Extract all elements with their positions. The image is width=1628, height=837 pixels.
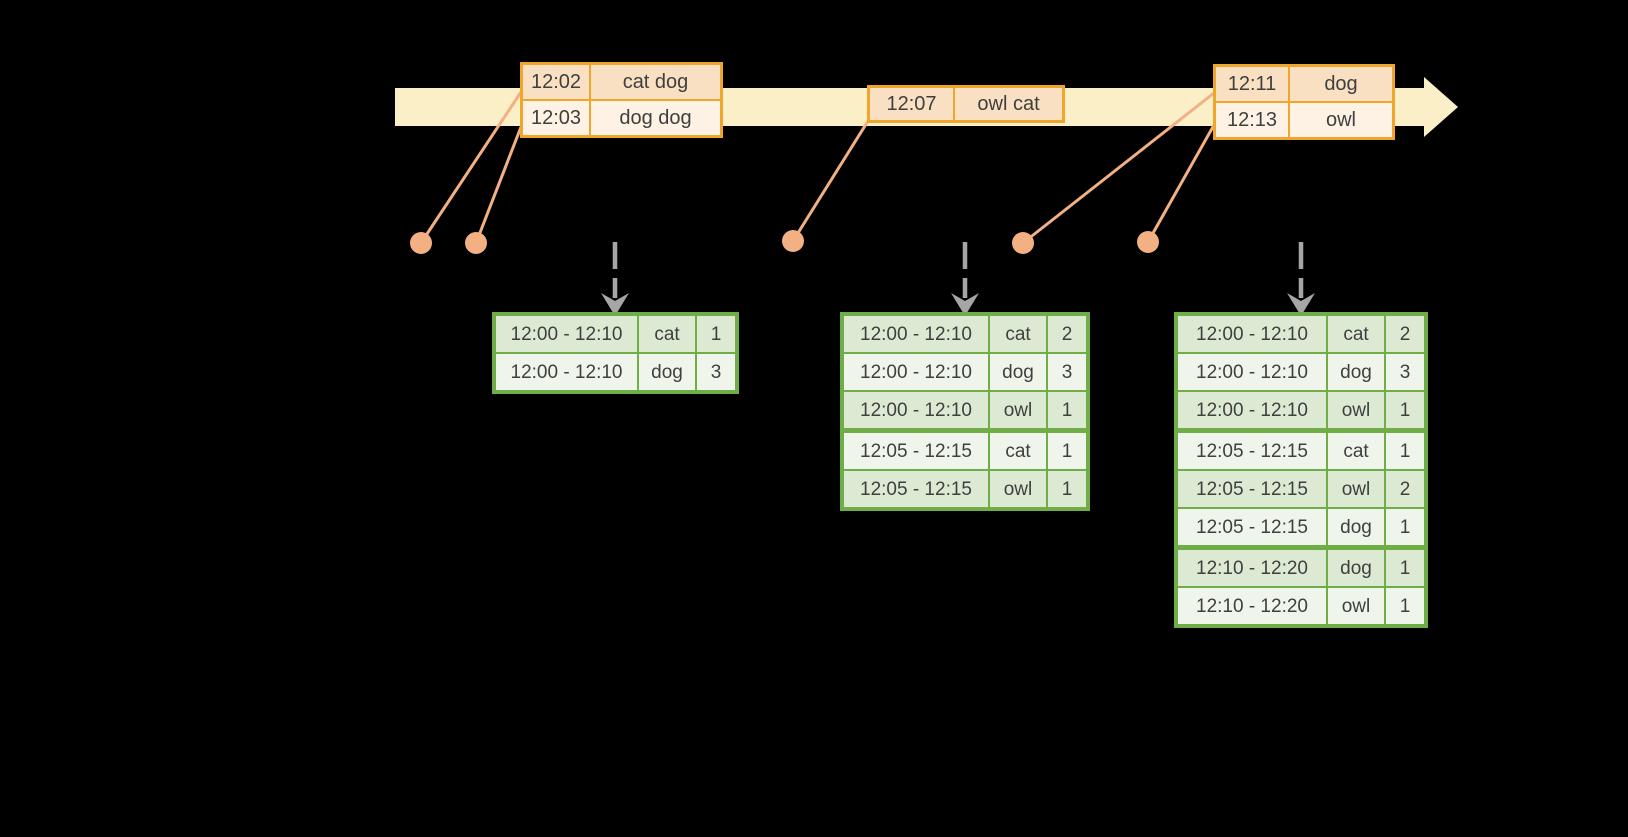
result-word: dog (1328, 550, 1384, 586)
result-word: owl (1328, 471, 1384, 507)
result-window: 12:05 - 12:15 (1178, 509, 1326, 545)
event-row: 12:02 cat dog (523, 65, 720, 99)
result-table-2: 12:00 - 12:10 cat 2 12:00 - 12:10 dog 3 … (840, 312, 1090, 511)
result-count: 1 (1048, 433, 1086, 469)
result-word: cat (990, 316, 1046, 352)
result-row: 12:00 - 12:10 cat 2 (844, 316, 1086, 352)
event-words: owl (1290, 103, 1392, 137)
result-window: 12:00 - 12:10 (1178, 316, 1326, 352)
event-words: owl cat (955, 88, 1062, 120)
result-count: 3 (1386, 354, 1424, 390)
result-row: 12:00 - 12:10 owl 1 (1178, 392, 1424, 428)
event-row: 12:11 dog (1216, 67, 1392, 101)
result-window: 12:00 - 12:10 (1178, 392, 1326, 428)
event-words: dog (1290, 67, 1392, 101)
event-time: 12:13 (1216, 103, 1288, 137)
result-word: dog (990, 354, 1046, 390)
event-dot (1012, 232, 1034, 254)
event-row: 12:13 owl (1216, 103, 1392, 137)
result-row: 12:00 - 12:10 dog 3 (1178, 354, 1424, 390)
result-word: cat (1328, 316, 1384, 352)
result-count: 2 (1386, 471, 1424, 507)
result-window: 12:00 - 12:10 (844, 316, 988, 352)
event-connector-line (1146, 124, 1216, 243)
result-window: 12:10 - 12:20 (1178, 588, 1326, 624)
event-dot (465, 232, 487, 254)
result-count: 1 (1386, 550, 1424, 586)
timeline-arrowhead-icon (1424, 77, 1458, 137)
result-window: 12:00 - 12:10 (496, 316, 637, 352)
result-count: 1 (1386, 509, 1424, 545)
result-count: 1 (697, 316, 735, 352)
event-row: 12:03 dog dog (523, 101, 720, 135)
result-count: 3 (1048, 354, 1086, 390)
result-word: owl (990, 392, 1046, 428)
event-dot (782, 230, 804, 252)
result-table-3: 12:00 - 12:10 cat 2 12:00 - 12:10 dog 3 … (1174, 312, 1428, 628)
event-dot (1137, 231, 1159, 253)
result-window: 12:05 - 12:15 (844, 471, 988, 507)
event-table-1: 12:02 cat dog 12:03 dog dog (520, 62, 723, 138)
result-row: 12:10 - 12:20 owl 1 (1178, 588, 1424, 624)
result-count: 1 (1048, 392, 1086, 428)
result-count: 2 (1386, 316, 1424, 352)
result-row: 12:00 - 12:10 dog 3 (496, 354, 735, 390)
trigger-arrow-icon (601, 242, 629, 316)
result-count: 1 (1386, 392, 1424, 428)
result-count: 1 (1048, 471, 1086, 507)
event-time: 12:03 (523, 101, 589, 135)
result-word: cat (639, 316, 695, 352)
result-row: 12:05 - 12:15 owl 1 (844, 471, 1086, 507)
result-row: 12:05 - 12:15 cat 1 (1178, 433, 1424, 469)
result-window: 12:00 - 12:10 (1178, 354, 1326, 390)
result-count: 2 (1048, 316, 1086, 352)
event-dot (410, 232, 432, 254)
result-row: 12:05 - 12:15 dog 1 (1178, 509, 1424, 545)
result-word: owl (1328, 588, 1384, 624)
result-word: owl (1328, 392, 1384, 428)
event-table-2: 12:07 owl cat (867, 85, 1065, 123)
result-count: 1 (1386, 433, 1424, 469)
result-row: 12:05 - 12:15 owl 2 (1178, 471, 1424, 507)
event-words: dog dog (591, 101, 720, 135)
result-word: cat (1328, 433, 1384, 469)
event-time: 12:02 (523, 65, 589, 99)
result-window: 12:05 - 12:15 (1178, 471, 1326, 507)
event-time: 12:11 (1216, 67, 1288, 101)
trigger-arrow-icon (951, 242, 979, 316)
event-connector-line (474, 126, 523, 244)
result-window: 12:00 - 12:10 (844, 354, 988, 390)
result-word: cat (990, 433, 1046, 469)
result-word: dog (1328, 354, 1384, 390)
result-word: dog (1328, 509, 1384, 545)
event-table-3: 12:11 dog 12:13 owl (1213, 64, 1395, 140)
result-window: 12:10 - 12:20 (1178, 550, 1326, 586)
result-row: 12:00 - 12:10 cat 1 (496, 316, 735, 352)
result-window: 12:00 - 12:10 (496, 354, 637, 390)
event-connector-line (419, 91, 523, 244)
event-connector-line (791, 120, 870, 242)
event-time: 12:07 (870, 88, 953, 120)
result-row: 12:00 - 12:10 cat 2 (1178, 316, 1424, 352)
result-row: 12:00 - 12:10 dog 3 (844, 354, 1086, 390)
event-connector-line (1022, 91, 1215, 245)
trigger-arrow-icon (1287, 242, 1315, 316)
event-words: cat dog (591, 65, 720, 99)
result-row: 12:05 - 12:15 cat 1 (844, 433, 1086, 469)
result-row: 12:10 - 12:20 dog 1 (1178, 550, 1424, 586)
result-table-1: 12:00 - 12:10 cat 1 12:00 - 12:10 dog 3 (492, 312, 739, 394)
result-window: 12:05 - 12:15 (844, 433, 988, 469)
result-count: 3 (697, 354, 735, 390)
result-word: dog (639, 354, 695, 390)
result-window: 12:05 - 12:15 (1178, 433, 1326, 469)
result-word: owl (990, 471, 1046, 507)
event-row: 12:07 owl cat (870, 88, 1062, 120)
result-window: 12:00 - 12:10 (844, 392, 988, 428)
result-count: 1 (1386, 588, 1424, 624)
result-row: 12:00 - 12:10 owl 1 (844, 392, 1086, 428)
